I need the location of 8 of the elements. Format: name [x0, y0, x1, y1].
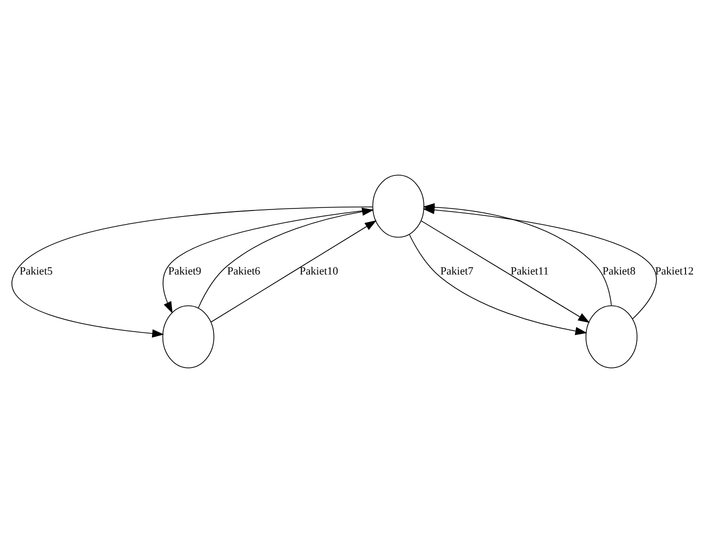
edge-label: Pakiet11 — [510, 265, 549, 278]
edge-label: Pakiet5 — [20, 265, 53, 278]
edge-label: Pakiet6 — [227, 265, 260, 278]
edge-label: Pakiet10 — [300, 265, 338, 278]
edge-label: Pakiet8 — [602, 265, 636, 278]
edge-label: Pakiet12 — [655, 265, 694, 278]
edge-label: Pakiet7 — [440, 265, 474, 278]
edge-label: Pakiet9 — [168, 265, 202, 278]
